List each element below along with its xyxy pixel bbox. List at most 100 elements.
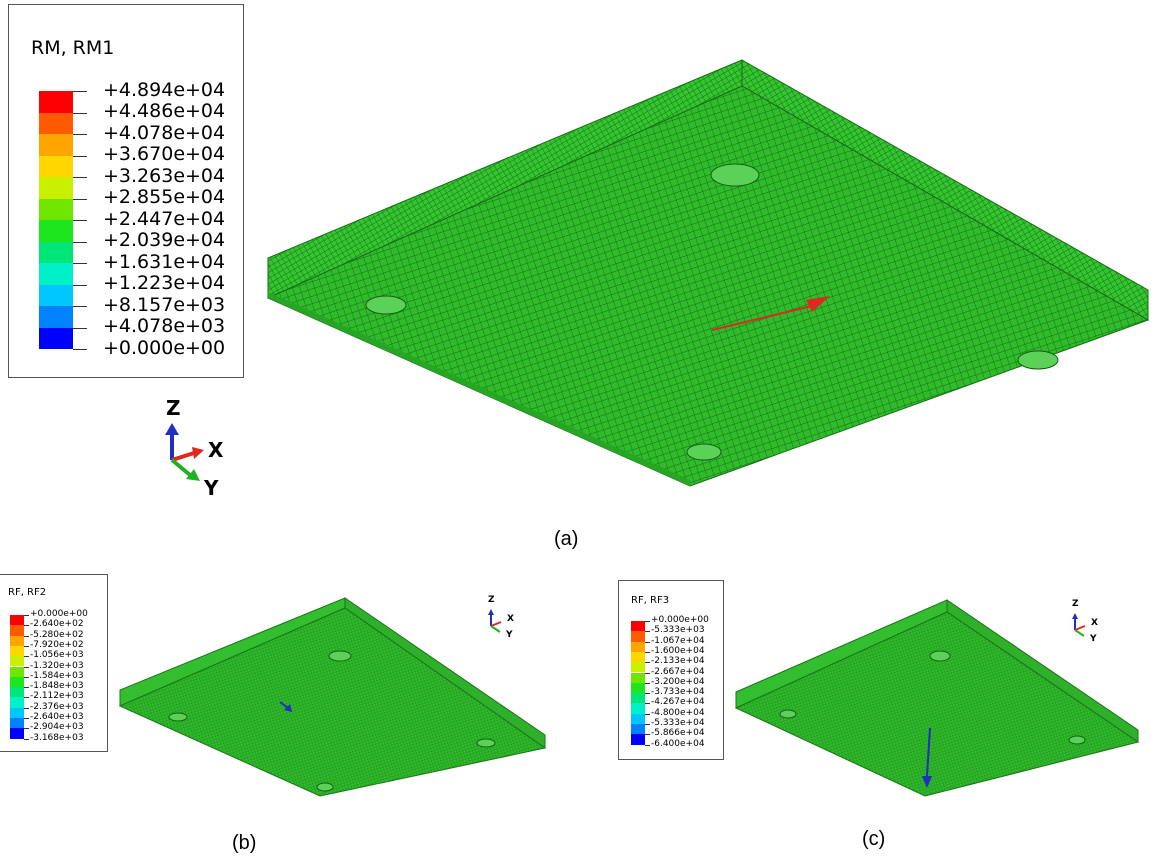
legend-tick <box>24 656 29 658</box>
legend-value: -3.200e+04 <box>651 676 705 687</box>
legend-tick <box>645 621 650 622</box>
legend-value: -2.904e+03 <box>30 722 84 733</box>
legend-tick <box>645 713 650 715</box>
legend-b: RF, RF2 +0.000e+00-2.640e+02-5.280e+02-7… <box>0 574 108 752</box>
legend-tick <box>73 327 87 329</box>
legend-tick <box>645 641 650 643</box>
axis-triad-a: Z X Y <box>165 396 224 500</box>
color-band <box>10 666 24 677</box>
legend-value: -2.133e+04 <box>651 656 705 667</box>
legend-value: -1.067e+04 <box>651 635 705 646</box>
bolt-hole <box>365 295 407 315</box>
color-band <box>10 728 24 739</box>
color-band <box>39 155 73 177</box>
legend-value: +0.000e+00 <box>651 615 709 626</box>
reaction-arrow-c <box>926 727 931 777</box>
color-band <box>39 284 73 306</box>
legend-value: +2.447e+04 <box>103 207 226 230</box>
legend-value: +3.263e+04 <box>103 164 226 187</box>
legend-value: +1.631e+04 <box>103 250 226 273</box>
legend-tick <box>24 625 29 627</box>
plate-mesh-b <box>118 597 547 797</box>
caption-a: (a) <box>554 528 579 550</box>
color-band <box>10 625 24 636</box>
color-band <box>39 198 73 220</box>
legend-value: -2.640e+02 <box>30 619 84 630</box>
bolt-hole <box>779 709 797 719</box>
plate-face-a <box>266 85 1150 487</box>
legend-tick <box>645 672 650 674</box>
bolt-hole <box>1068 735 1086 745</box>
legend-value: +0.000e+00 <box>30 609 88 620</box>
legend-title-a: RM, RM1 <box>31 37 115 59</box>
axis-label-y: Y <box>203 476 219 500</box>
axis-label-x: X <box>208 438 224 462</box>
legend-tick <box>645 703 650 705</box>
legend-tick <box>24 645 29 647</box>
color-band <box>10 687 24 698</box>
caption-c: (c) <box>862 828 886 850</box>
legend-value: -6.400e+04 <box>651 738 705 749</box>
legend-value: +2.039e+04 <box>103 229 226 252</box>
color-band <box>39 134 73 156</box>
legend-tick <box>24 666 29 668</box>
bolt-hole <box>710 163 760 187</box>
legend-value: -1.848e+03 <box>30 681 84 692</box>
legend-tick <box>73 112 87 114</box>
legend-tick <box>73 263 87 264</box>
axis-triad-c: Z X Y <box>1072 599 1098 644</box>
color-band <box>39 263 73 285</box>
legend-value: +4.894e+04 <box>103 78 226 101</box>
color-band <box>631 724 645 735</box>
color-band <box>39 220 73 242</box>
legend-value: -5.866e+04 <box>651 728 705 739</box>
legend-title-c: RF, RF3 <box>631 595 670 606</box>
color-band <box>39 91 73 113</box>
panel-c: RF, RF3 +0.000e+00-5.333e+03-1.067e+04-1… <box>580 560 1156 861</box>
legend-tick <box>73 349 87 350</box>
color-band <box>10 656 24 667</box>
color-band <box>631 682 645 694</box>
color-band <box>10 718 24 729</box>
legend-tick <box>645 693 650 695</box>
legend-value: +0.000e+00 <box>103 336 226 359</box>
panel-b: RF, RF2 +0.000e+00-2.640e+02-5.280e+02-7… <box>0 560 580 861</box>
caption-b: (b) <box>232 832 257 854</box>
color-scale-a <box>39 91 73 349</box>
legend-value: +4.078e+03 <box>103 315 226 338</box>
legend-value: -5.280e+02 <box>30 629 84 640</box>
legend-value: -3.168e+03 <box>30 732 84 743</box>
legend-value: -2.112e+03 <box>30 691 84 702</box>
legend-tick <box>645 651 650 653</box>
legend-tick <box>24 728 29 730</box>
plate-mesh-c <box>734 599 1140 797</box>
legend-value: -5.333e+03 <box>651 625 705 636</box>
legend-tick <box>73 284 87 286</box>
legend-value: -5.333e+04 <box>651 718 705 729</box>
bolt-hole <box>316 782 334 792</box>
color-band <box>631 621 645 632</box>
legend-value: -7.920e+02 <box>30 639 84 650</box>
color-band <box>631 672 645 683</box>
axis-label-z: Z <box>166 396 181 420</box>
reaction-arrow-b <box>279 701 289 709</box>
color-band <box>39 177 73 199</box>
legend-value: -4.267e+04 <box>651 697 705 708</box>
legend-tick <box>73 155 87 157</box>
plate-mesh-a <box>266 59 1150 487</box>
color-band <box>631 734 645 745</box>
legend-tick <box>24 615 29 616</box>
legend-tick <box>73 220 87 221</box>
legend-value: +4.486e+04 <box>103 100 226 123</box>
legend-value: -2.667e+04 <box>651 666 705 677</box>
legend-tick <box>24 718 29 719</box>
axis-label-z: Z <box>1072 599 1079 609</box>
legend-c: RF, RF3 +0.000e+00-5.333e+03-1.067e+04-1… <box>618 580 724 760</box>
color-band <box>631 662 645 673</box>
bolt-hole <box>686 443 722 461</box>
color-band <box>631 713 645 724</box>
legend-tick <box>24 738 29 740</box>
legend-tick <box>24 697 29 699</box>
color-band <box>631 631 645 642</box>
color-band <box>631 703 645 714</box>
